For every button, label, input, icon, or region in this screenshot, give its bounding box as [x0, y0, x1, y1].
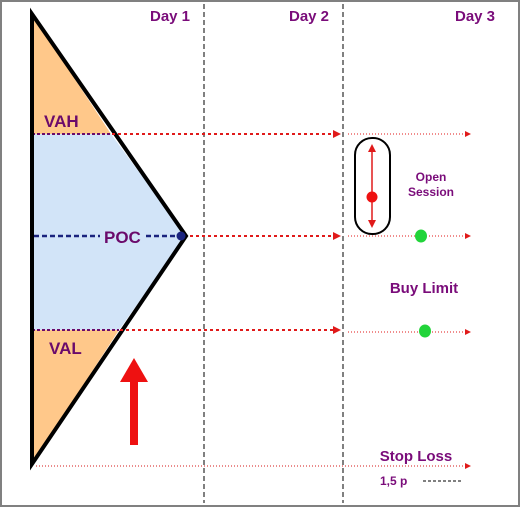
range-down-arrowhead: [368, 220, 376, 228]
open-session-label-line1: Open: [416, 170, 447, 184]
bullish-arrow-shaft: [130, 380, 138, 445]
range-up-arrowhead: [368, 144, 376, 152]
day2-label: Day 2: [289, 8, 329, 25]
poc-label-bg: [100, 226, 144, 246]
poc-node: [176, 231, 186, 241]
open-session-label-line2: Session: [408, 185, 454, 199]
profile-triangle: [30, 7, 189, 471]
poc-label: POC: [104, 228, 141, 247]
vah-label: VAH: [44, 112, 79, 131]
poc-limit-dot: [415, 229, 427, 243]
buy-limit-label: Buy Limit: [390, 280, 458, 297]
stop-distance-label: 1,5 p: [380, 474, 407, 488]
stop-loss-label: Stop Loss: [380, 448, 453, 465]
bullish-arrow-head: [120, 358, 148, 382]
val-label: VAL: [49, 339, 82, 358]
val-limit-dot: [419, 324, 431, 338]
day1-label: Day 1: [150, 8, 190, 25]
open-price-dot: [366, 191, 378, 203]
day3-label: Day 3: [455, 8, 495, 25]
